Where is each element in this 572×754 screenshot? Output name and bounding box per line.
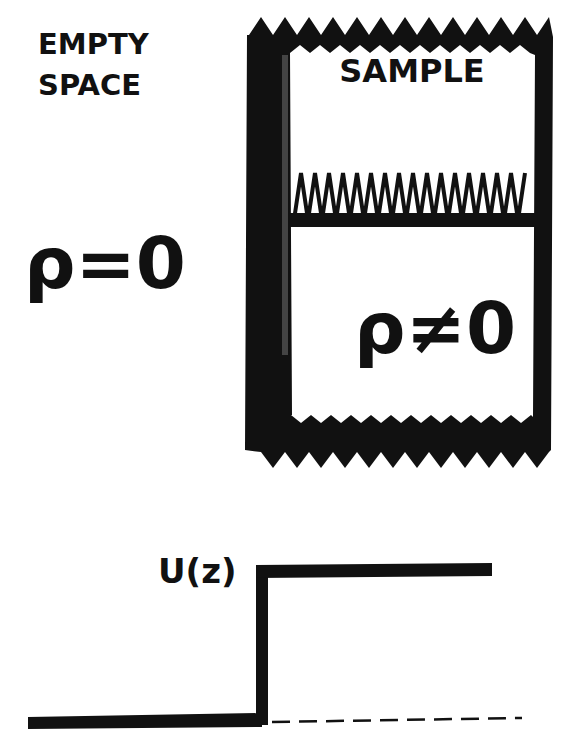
sample-title: SAMPLE xyxy=(339,53,484,90)
axis-label: U(z) xyxy=(158,552,236,591)
text-holder: ρ≠0 xyxy=(354,287,516,370)
label-holder: ρ=0 xyxy=(24,222,186,305)
surface-band xyxy=(290,213,535,227)
label-holder: EMPTY SPACE xyxy=(38,24,149,105)
sample-interior xyxy=(290,45,535,423)
label-holder: U(z) xyxy=(158,552,236,591)
density-label: ρ≠0 xyxy=(354,287,516,370)
density-label: ρ=0 xyxy=(24,222,186,305)
potential-high-level xyxy=(256,563,492,578)
potential-low-level xyxy=(28,713,262,729)
zero-level-dashed xyxy=(272,718,522,722)
sample-border xyxy=(245,17,553,468)
sample-region: SAMPLE ρ≠0 xyxy=(245,15,555,470)
text-holder: SAMPLE xyxy=(339,53,484,90)
potential-step xyxy=(256,570,268,725)
zigzag-layer xyxy=(294,173,525,220)
edge-shading xyxy=(282,55,288,355)
region-label: EMPTY SPACE xyxy=(38,24,149,105)
